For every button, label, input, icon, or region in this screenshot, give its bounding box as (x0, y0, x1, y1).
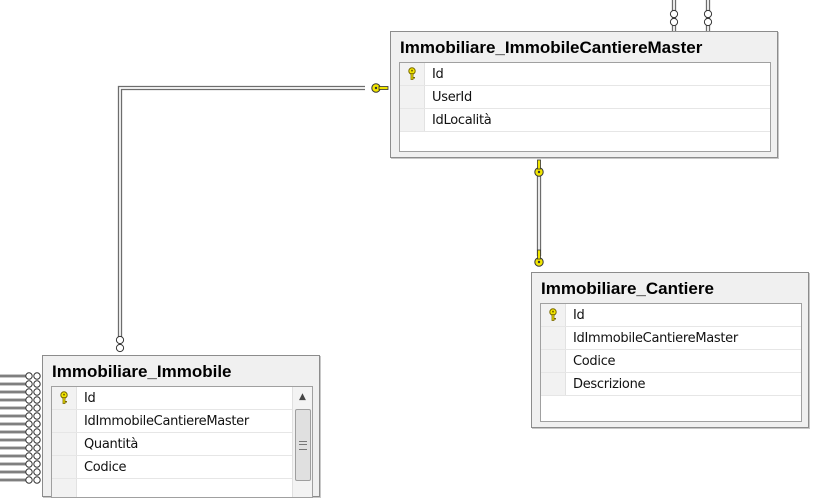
key-endpoint-icon (534, 159, 544, 177)
infinity-endpoint-icon (25, 476, 41, 484)
key-endpoint-icon (534, 249, 544, 267)
column-row[interactable]: IdImmobileCantiereMaster (541, 327, 801, 350)
row-selector (541, 350, 566, 372)
table-title: Immobiliare_Cantiere (541, 279, 714, 298)
scrollbar-thumb[interactable] (295, 409, 311, 481)
row-selector (52, 456, 77, 478)
column-name: Quantità (84, 436, 139, 452)
row-selector (400, 86, 425, 108)
column-row[interactable]: Id (52, 387, 312, 410)
column-name: Id (573, 307, 585, 323)
key-icon (52, 387, 77, 409)
relationship-line (0, 390, 28, 394)
column-name: IdImmobileCantiereMaster (573, 330, 738, 346)
relationship-line (0, 414, 28, 418)
grip-icon (299, 441, 307, 450)
infinity-endpoint-icon (25, 428, 41, 436)
infinity-endpoint-icon (25, 444, 41, 452)
infinity-endpoint-icon (25, 404, 41, 412)
column-row[interactable]: UserId (400, 86, 770, 109)
infinity-endpoint-icon (25, 380, 41, 388)
infinity-endpoint-icon (115, 335, 125, 353)
row-selector (541, 327, 566, 349)
column-name: IdLocalità (432, 112, 492, 128)
column-name: UserId (432, 89, 472, 105)
column-grid: Id IdImmobileCantiereMaster Quantità Cod… (51, 386, 313, 498)
column-row[interactable]: IdImmobileCantiereMaster (52, 410, 312, 433)
table-immobiliare-cantiere[interactable]: Immobiliare_Cantiere Id IdImmobileCantie… (531, 272, 809, 428)
row-selector (400, 109, 425, 131)
column-row[interactable]: Id (541, 304, 801, 327)
relationship-line (0, 470, 28, 474)
infinity-endpoint-icon (25, 420, 41, 428)
column-name: Id (432, 66, 444, 82)
column-grid: Id IdImmobileCantiereMaster Codice Descr… (540, 303, 802, 422)
vertical-scrollbar[interactable]: ▲ (292, 387, 312, 497)
relationship-line (0, 478, 28, 482)
row-selector (52, 479, 77, 497)
relationship-line (0, 406, 28, 410)
column-row[interactable]: Codice (541, 350, 801, 373)
relationship-line (0, 446, 28, 450)
relationship-line (0, 462, 28, 466)
relationship-line (117, 85, 365, 338)
column-name: Codice (573, 353, 616, 369)
relationship-line (0, 430, 28, 434)
table-title: Immobiliare_Immobile (52, 362, 232, 381)
infinity-endpoint-icon (703, 9, 713, 27)
column-row[interactable]: Descrizione (541, 373, 801, 396)
scroll-up-arrow-icon[interactable]: ▲ (299, 392, 306, 402)
relationship-line (536, 176, 542, 256)
infinity-endpoint-icon (25, 460, 41, 468)
column-row[interactable] (52, 479, 312, 497)
column-name: Codice (84, 459, 127, 475)
infinity-endpoint-icon (25, 412, 41, 420)
column-row[interactable]: IdLocalità (400, 109, 770, 132)
relationship-line (0, 422, 28, 426)
column-name: Id (84, 390, 96, 406)
infinity-endpoint-icon (25, 396, 41, 404)
row-selector (52, 410, 77, 432)
key-endpoint-icon (371, 83, 389, 93)
table-immobiliare-immobilecantieremaster[interactable]: Immobiliare_ImmobileCantiereMaster Id Us… (390, 31, 778, 158)
relationship-lines (0, 0, 713, 484)
relationship-line (0, 374, 28, 378)
infinity-endpoint-icon (25, 372, 41, 380)
table-immobiliare-immobile[interactable]: Immobiliare_Immobile Id IdImmobileCantie… (42, 355, 320, 498)
relationship-line (0, 382, 28, 386)
infinity-endpoint-icon (669, 9, 679, 27)
column-row[interactable]: Codice (52, 456, 312, 479)
relationship-line (0, 438, 28, 442)
column-row[interactable]: Id (400, 63, 770, 86)
key-icon (541, 304, 566, 326)
infinity-endpoint-icon (25, 452, 41, 460)
row-selector (541, 373, 566, 395)
column-name: IdImmobileCantiereMaster (84, 413, 249, 429)
key-icon (400, 63, 425, 85)
column-row[interactable]: Quantità (52, 433, 312, 456)
column-grid: Id UserId IdLocalità (399, 62, 771, 152)
relationship-line (0, 454, 28, 458)
column-name: Descrizione (573, 376, 646, 392)
row-selector (52, 433, 77, 455)
relationship-line (0, 398, 28, 402)
infinity-endpoint-icon (25, 388, 41, 396)
infinity-endpoint-icon (25, 436, 41, 444)
table-title: Immobiliare_ImmobileCantiereMaster (400, 38, 703, 57)
infinity-endpoint-icon (25, 468, 41, 476)
